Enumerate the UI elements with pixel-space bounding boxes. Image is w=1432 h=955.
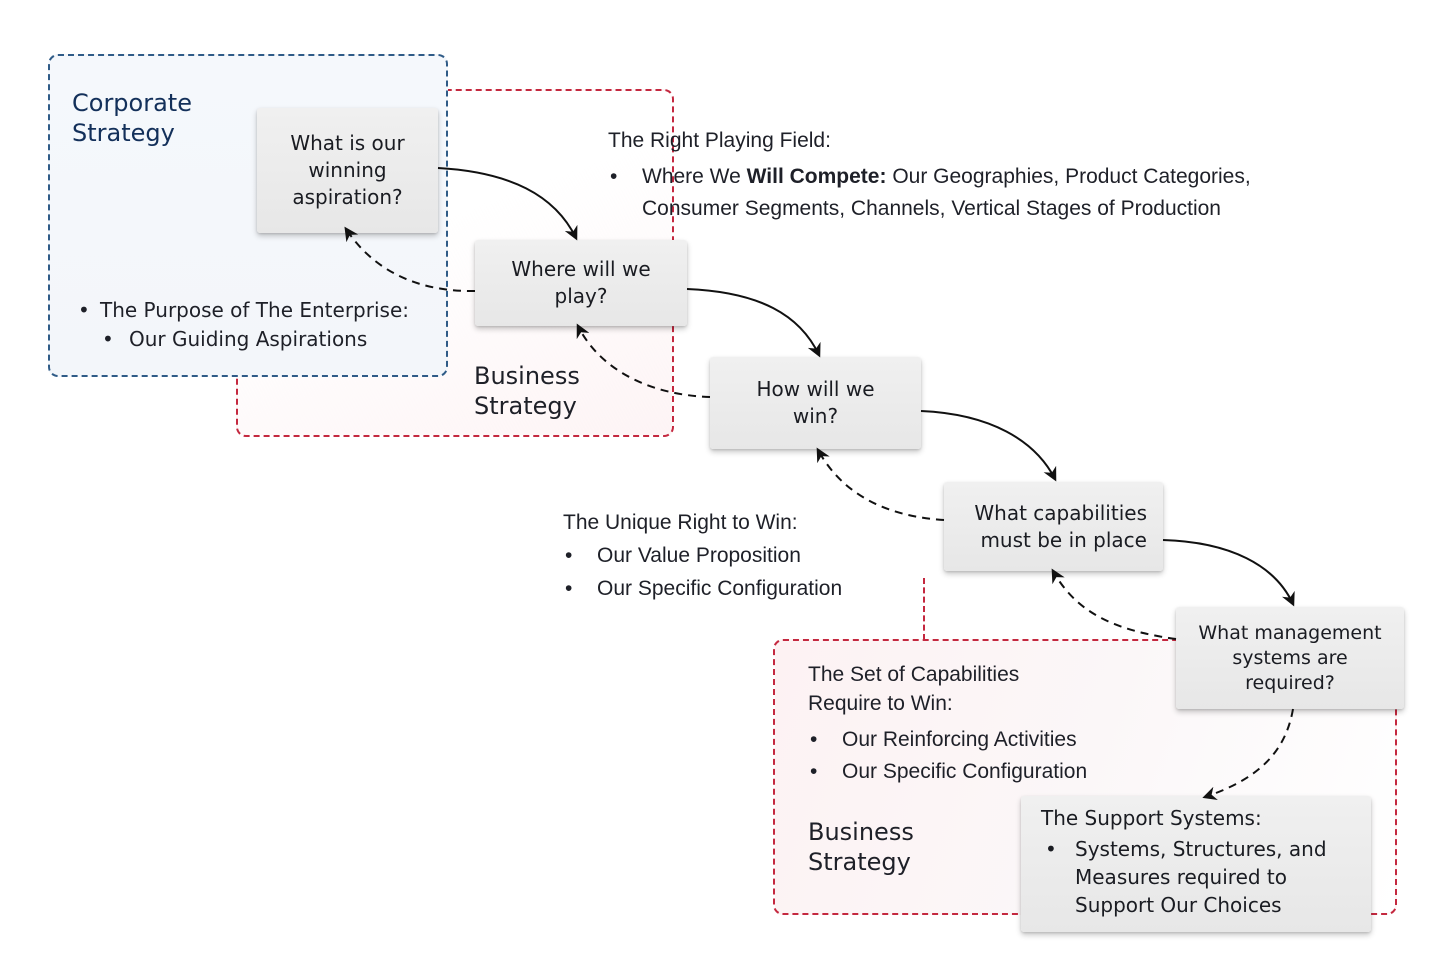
title-line: Strategy [808, 848, 911, 876]
corporate-purpose-list: • The Purpose of The Enterprise: • Our G… [78, 296, 409, 354]
bullet: • [102, 327, 114, 351]
title-line: Strategy [72, 119, 175, 147]
bullet: • [1045, 837, 1057, 861]
list-item-text: Our Guiding Aspirations [129, 327, 368, 351]
box-text: What is our [290, 131, 405, 155]
box-text: win? [792, 404, 839, 428]
feedback-arrow [1202, 708, 1294, 801]
list-item: Our Specific Configuration [563, 572, 842, 605]
forward-arrow [1162, 539, 1295, 607]
box-text: play? [554, 284, 608, 308]
text-rest: Our Geographies, Product Categories, [886, 165, 1251, 188]
text-colon: : [879, 165, 887, 188]
box-capabilities: What capabilities must be in place [944, 482, 1163, 571]
list-item: • Systems, Structures, and Measures requ… [1041, 835, 1351, 919]
text-bold: Will Compete [746, 165, 880, 188]
title-line: Business [474, 362, 580, 390]
right-to-win-annotation: The Unique Right to Win: Our Value Propo… [563, 506, 842, 605]
box-text: Systems, Structures, and [1075, 837, 1327, 861]
business-strategy-title-top: Business Strategy [474, 361, 580, 421]
box-text: must be in place [980, 527, 1147, 552]
annotation-heading: Require to Win: [808, 692, 953, 715]
feedback-arrow [1051, 568, 1177, 640]
list-item: Our Specific Configuration [808, 756, 1087, 788]
feedback-arrow [816, 447, 945, 521]
box-heading: The Support Systems: [1041, 806, 1262, 830]
box-text: What management [1198, 621, 1382, 644]
box-text: required? [1245, 671, 1335, 694]
box-management-systems: What management systems are required? [1176, 607, 1404, 709]
box-text: aspiration? [292, 185, 403, 209]
capabilities-list: Our Reinforcing Activities Our Specific … [808, 724, 1087, 788]
box-text: winning [308, 158, 387, 182]
playing-field-annotation: The Right Playing Field: • Where We Will… [608, 126, 1251, 225]
list-item-text: The Purpose of The Enterprise: [100, 298, 409, 322]
connector-dashed-line [923, 578, 925, 640]
text-prefix: Where We [642, 165, 747, 188]
business-strategy-title-bottom: Business Strategy [808, 817, 914, 877]
forward-arrow [920, 410, 1057, 482]
annotation-heading: The Set of Capabilities [808, 663, 1020, 686]
list-item: • Where We Will Compete: Our Geographies… [608, 161, 1251, 225]
box-where-will-we-play: Where will we play? [475, 240, 687, 326]
list-item: Our Reinforcing Activities [808, 724, 1087, 756]
box-text: How will we [756, 377, 875, 401]
title-line: Corporate [72, 89, 192, 117]
bullet: • [78, 298, 90, 322]
title-line: Business [808, 818, 914, 846]
list-item: • Our Guiding Aspirations [78, 325, 409, 354]
box-text: Where will we [511, 257, 651, 281]
right-to-win-list: Our Value Proposition Our Specific Confi… [563, 539, 842, 605]
bullet: • [610, 165, 618, 188]
box-text: systems are [1232, 646, 1348, 669]
annotation-heading: The Right Playing Field: [608, 129, 831, 152]
box-support-systems: The Support Systems: • Systems, Structur… [1021, 796, 1371, 932]
capabilities-annotation: The Set of Capabilities Require to Win: … [808, 660, 1087, 788]
annotation-heading: The Unique Right to Win: [563, 511, 798, 534]
feedback-arrow [576, 323, 711, 398]
box-text: Support Our Choices [1075, 893, 1282, 917]
forward-arrow [686, 288, 821, 358]
box-text: What capabilities [974, 500, 1147, 525]
corporate-strategy-title: Corporate Strategy [72, 88, 192, 148]
forward-arrow [437, 167, 578, 241]
feedback-arrow [344, 226, 476, 293]
title-line: Strategy [474, 392, 577, 420]
box-winning-aspiration: What is our winning aspiration? [257, 108, 438, 233]
text-line2: Consumer Segments, Channels, Vertical St… [642, 197, 1221, 220]
list-item: • The Purpose of The Enterprise: [78, 296, 409, 325]
box-how-will-we-win: How will we win? [710, 357, 921, 449]
list-item: Our Value Proposition [563, 539, 842, 572]
box-text: Measures required to [1075, 865, 1288, 889]
